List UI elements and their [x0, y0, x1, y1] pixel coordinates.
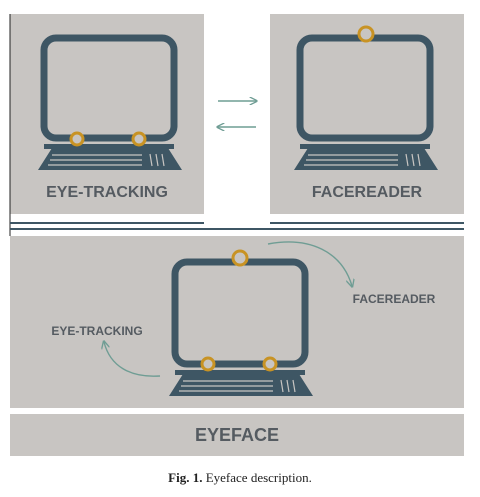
label-eyeface-facereader: FACEREADER	[353, 292, 436, 306]
eyeface-tracker-sensor-left	[200, 356, 216, 372]
eye-tracker-sensor-left	[69, 131, 85, 147]
figure-caption-text: Eyeface description.	[205, 470, 312, 485]
eyeface-webcam-sensor	[231, 249, 249, 267]
label-facereader: FACEREADER	[312, 184, 423, 201]
curved-arrow-to-eye-tracking-icon	[104, 342, 161, 377]
eye-tracker-sensor-right	[131, 131, 147, 147]
eyeface-tracker-sensor-right	[262, 356, 278, 372]
figure-caption: Fig. 1. Eyeface description.	[0, 470, 480, 486]
label-eyeface: EYEFACE	[195, 425, 279, 445]
laptop-icon-facereader	[294, 34, 438, 170]
label-eyeface-eye-tracking: EYE-TRACKING	[51, 324, 142, 338]
label-eye-tracking: EYE-TRACKING	[46, 184, 168, 201]
laptop-icon-eye-tracking	[38, 34, 182, 170]
laptop-icon-eyeface	[169, 258, 313, 396]
figure-number: Fig. 1.	[168, 470, 203, 485]
eyeface-footer-panel	[10, 414, 464, 456]
curved-arrow-to-facereader-icon	[267, 241, 352, 286]
webcam-sensor	[357, 25, 375, 43]
